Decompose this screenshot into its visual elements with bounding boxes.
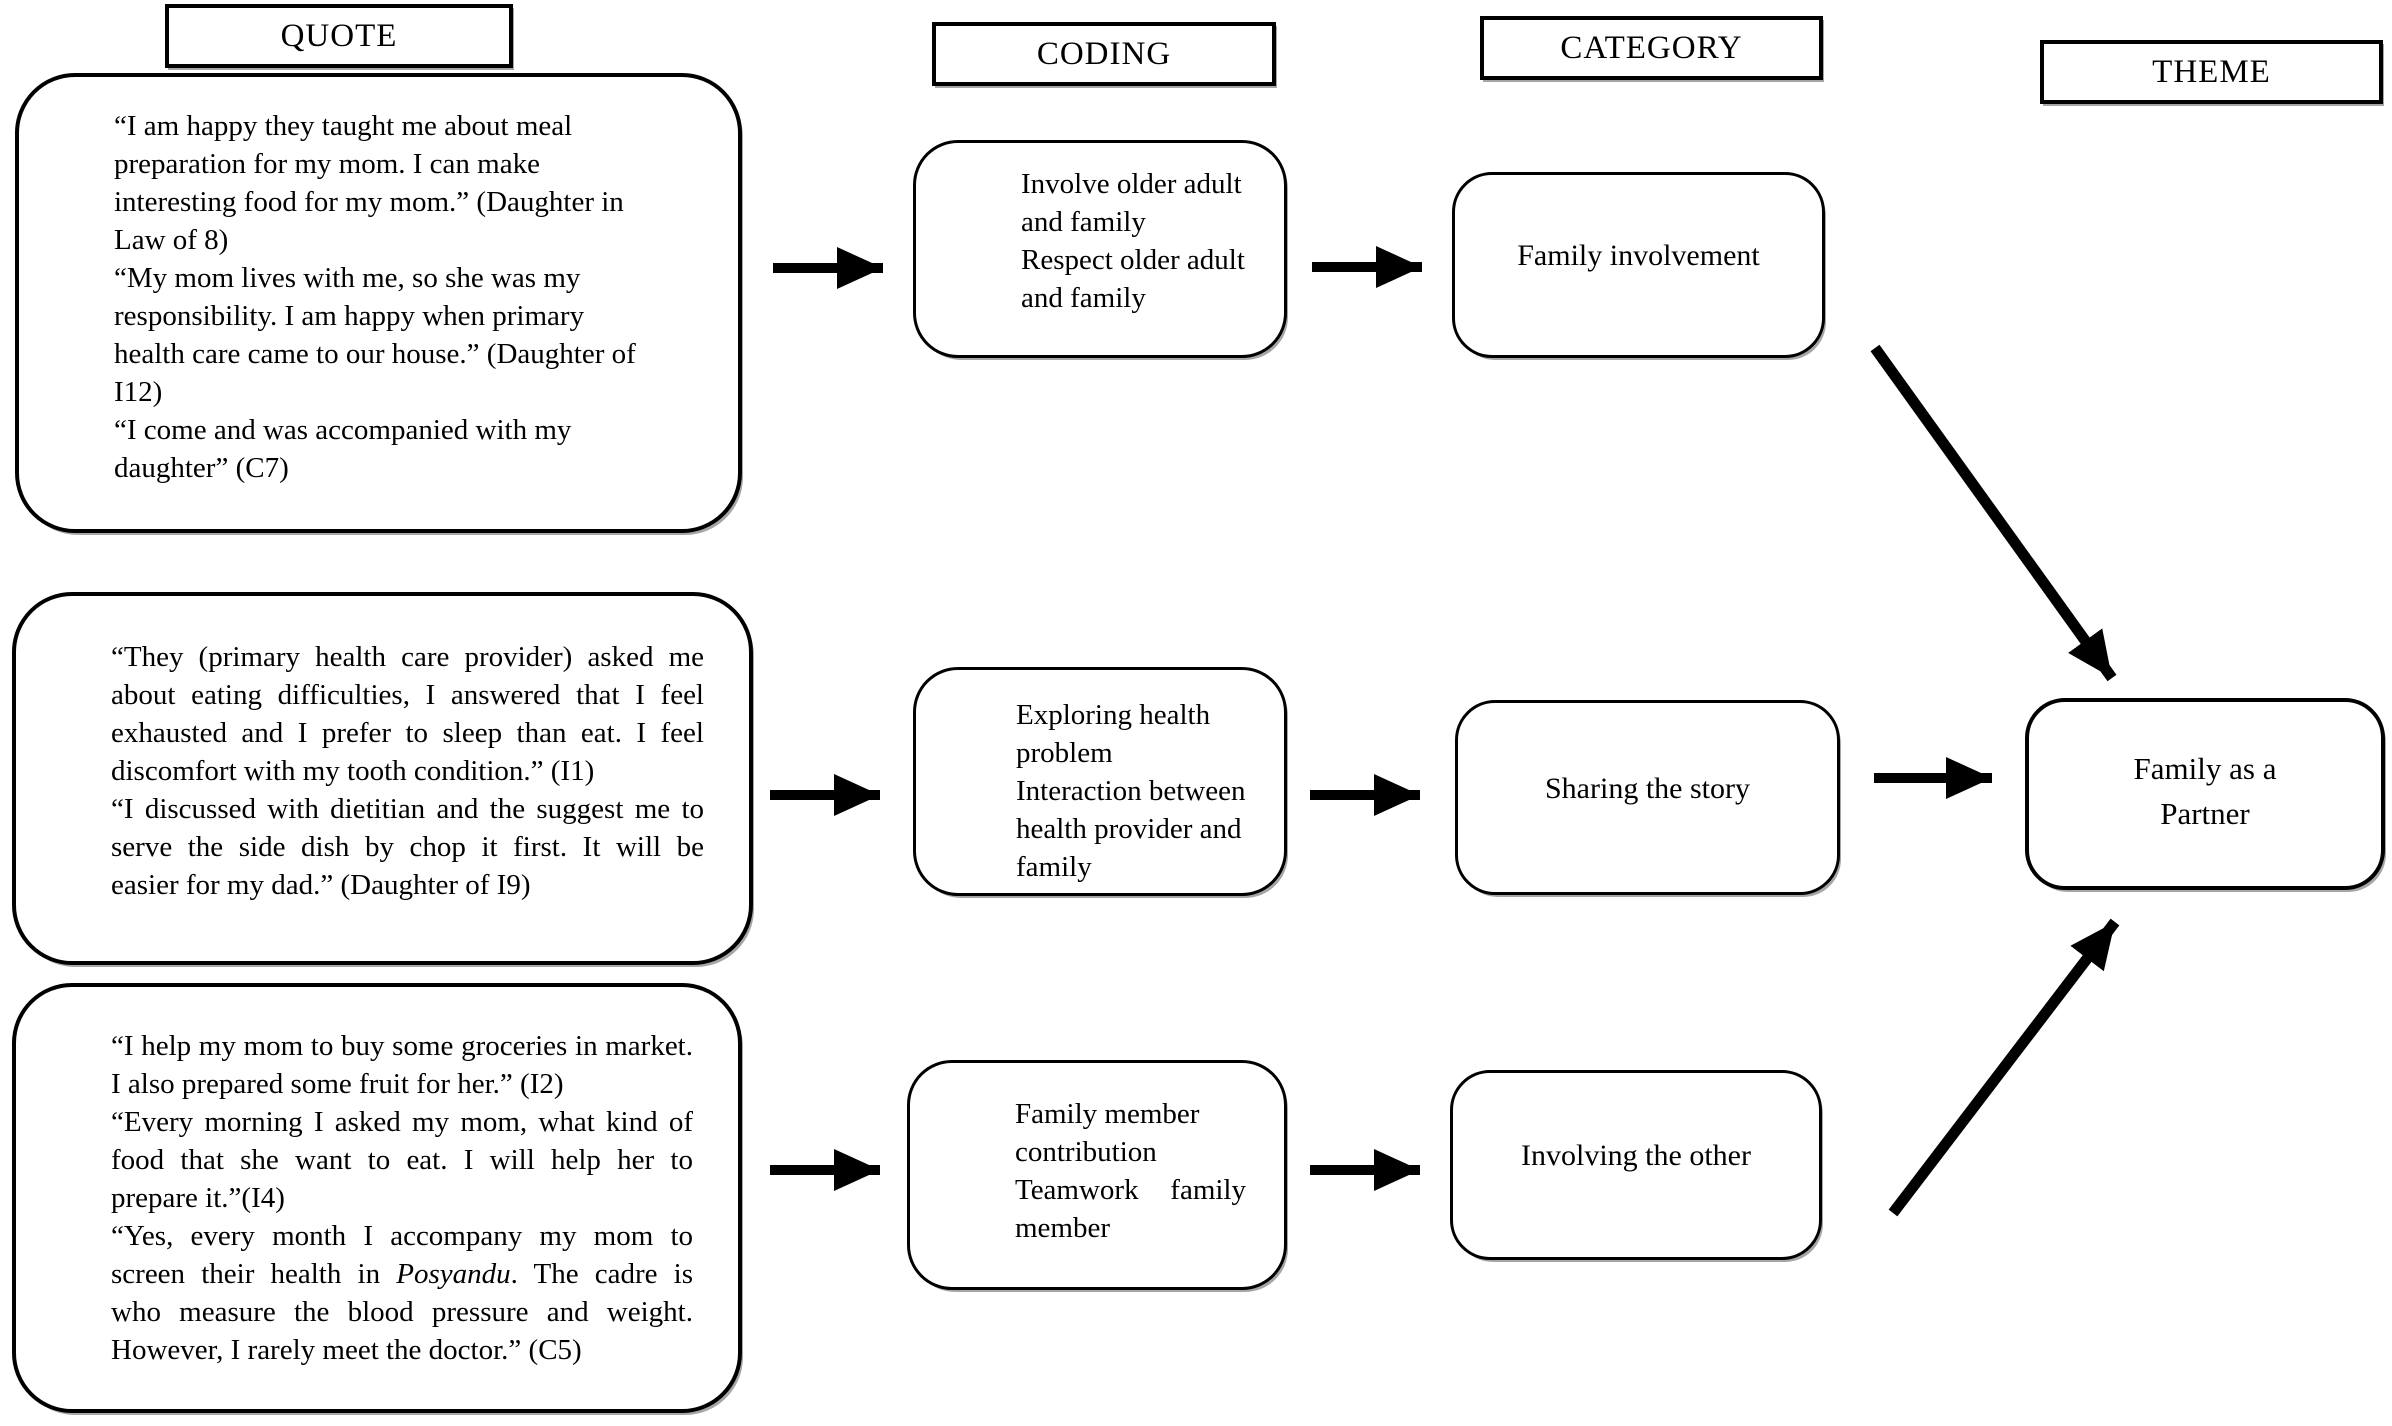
coding-line: Respect older adult [1021, 244, 1245, 276]
quote-line: “My mom lives with me, so she was my [114, 262, 581, 294]
quote-line-posyandu: screen their health in Posyandu. The cad… [111, 1255, 693, 1293]
category-box-3: Involving the other [1450, 1070, 1822, 1260]
category-label: Involving the other [1521, 1139, 1751, 1172]
header-quote: QUOTE [165, 4, 513, 68]
quote-line-part: . The cadre is [510, 1258, 693, 1290]
coding-line: and family [1021, 282, 1146, 314]
quote-line: “I discussed with dietitian and the sugg… [111, 793, 704, 825]
quote-line: Law of 8) [114, 224, 229, 256]
quote-line: who measure the blood pressure and weigh… [111, 1296, 693, 1328]
arrow-right-icon-coding1-category1 [1312, 246, 1422, 288]
category-box-2: Sharing the story [1455, 700, 1840, 895]
coding-line: Involve older adult [1021, 168, 1242, 200]
arrow-right-icon-quote2-coding2 [770, 774, 880, 816]
quote-line: “I come and was accompanied with my [114, 414, 572, 446]
quote-line: about eating difficulties, I answered th… [111, 679, 704, 711]
coding-line: and family [1021, 206, 1146, 238]
quote-line: easier for my dad.” (Daughter of I9) [111, 869, 531, 901]
header-theme-label: THEME [2152, 53, 2271, 90]
header-quote-label: QUOTE [280, 17, 398, 54]
quote-line: preparation for my mom. I can make [114, 148, 540, 180]
quote-box-3: “I help my mom to buy some groceries in … [12, 983, 742, 1413]
category-label: Family involvement [1517, 239, 1760, 272]
arrow-right-icon-quote1-coding1 [773, 247, 883, 289]
theme-label-line2: Partner [2160, 796, 2250, 831]
arrow-diagonal-up-icon-category3-theme [1888, 918, 2120, 1217]
theme-label-line1: Family as a [2133, 751, 2277, 786]
quote-line: “I am happy they taught me about meal [114, 110, 573, 142]
quote-line: interesting food for my mom.” (Daughter … [114, 186, 624, 218]
category-box-1: Family involvement [1452, 172, 1825, 358]
quote-line: “I help my mom to buy some groceries in … [111, 1030, 693, 1062]
quote-line: “Yes, every month I accompany my mom to [111, 1220, 693, 1252]
quote-line: responsibility. I am happy when primary [114, 300, 585, 332]
coding-line: Family member [1015, 1098, 1200, 1130]
coding-line: member [1015, 1212, 1111, 1244]
quote-line: serve the side dish by chop it first. It… [111, 831, 704, 863]
coding-line: Exploring health [1016, 699, 1211, 731]
arrow-right-icon-category2-theme [1874, 757, 1992, 799]
header-theme: THEME [2040, 40, 2383, 104]
header-coding-label: CODING [1036, 35, 1172, 72]
coding-box-1: Involve older adult and family Respect o… [913, 140, 1287, 358]
quote-line: discomfort with my tooth condition.” (I1… [111, 755, 595, 787]
header-coding: CODING [932, 22, 1276, 86]
header-category: CATEGORY [1480, 16, 1823, 80]
arrow-right-icon-quote3-coding3 [770, 1149, 880, 1191]
arrow-right-icon-coding3-category3 [1310, 1149, 1420, 1191]
coding-line: contribution [1015, 1136, 1157, 1168]
coding-line: family [1016, 851, 1092, 883]
quote-line-part: screen their health in [111, 1258, 397, 1290]
quote-line: I also prepared some fruit for her.” (I2… [111, 1068, 564, 1100]
arrow-right-icon-coding2-category2 [1310, 774, 1420, 816]
quote-box-1: “I am happy they taught me about meal pr… [15, 73, 742, 533]
quote-line: health care came to our house.” (Daughte… [114, 338, 636, 370]
quote-line: I12) [114, 376, 163, 408]
coding-line: Interaction between [1016, 775, 1246, 807]
quote-line: food that she want to eat. I will help h… [111, 1144, 693, 1176]
coding-box-2: Exploring health problem Interaction bet… [913, 667, 1287, 896]
quote-box-2: “They (primary health care provider) ask… [12, 592, 753, 965]
quote-line: exhausted and I prefer to sleep than eat… [111, 717, 704, 749]
coding-line: Teamwork family [1015, 1174, 1246, 1206]
arrow-diagonal-down-icon-category1-theme [1870, 344, 2117, 682]
quote-line: “They (primary health care provider) ask… [111, 641, 704, 673]
coding-box-3: Family member contribution Teamwork fami… [907, 1060, 1287, 1290]
coding-line: health provider and [1016, 813, 1242, 845]
posyandu-term: Posyandu [396, 1258, 511, 1290]
quote-line: However, I rarely meet the doctor.” (C5) [111, 1334, 582, 1366]
quote-line: daughter” (C7) [114, 452, 289, 484]
header-category-label: CATEGORY [1560, 29, 1743, 66]
coding-line: problem [1016, 737, 1113, 769]
quote-line: “Every morning I asked my mom, what kind… [111, 1106, 693, 1138]
quote-line: prepare it.”(I4) [111, 1182, 285, 1214]
category-label: Sharing the story [1545, 771, 1750, 805]
theme-box: Family as a Partner [2025, 698, 2385, 890]
